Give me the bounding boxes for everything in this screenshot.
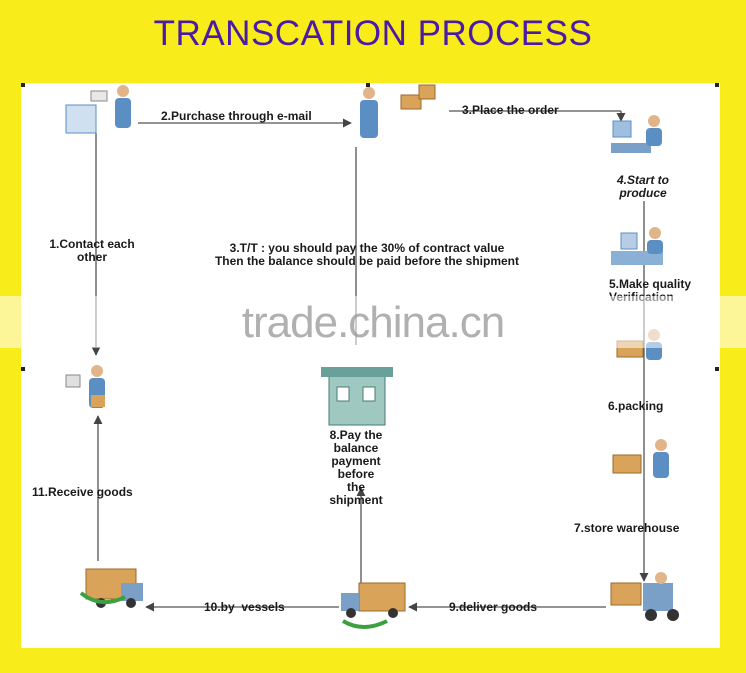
frame-mark bbox=[715, 83, 719, 87]
payment-note: 3.T/T : you should pay the 30% of contra… bbox=[157, 242, 577, 268]
step-2-label: 2.Purchase through e-mail bbox=[161, 109, 312, 123]
step-1-line: 1.Contact each bbox=[49, 237, 135, 251]
warehouse-worker-icon bbox=[612, 439, 669, 478]
step-8-label: 8.Pay the balance payment before the shi… bbox=[313, 429, 399, 507]
watermark-text: trade.china.cn bbox=[241, 298, 505, 347]
step-10-label: 10.by vessels bbox=[204, 600, 285, 614]
vessel-truck-icon bbox=[79, 568, 143, 608]
step-5-line: 5.Make quality bbox=[609, 277, 692, 291]
process-flow-diagram bbox=[21, 83, 719, 629]
delivery-truck-icon bbox=[341, 582, 406, 629]
step-3-label: 3.Place the order bbox=[462, 103, 559, 117]
computer-worker-icon bbox=[611, 115, 662, 153]
step-4-line: produce bbox=[619, 186, 667, 200]
step-1-line: other bbox=[77, 250, 107, 264]
step-8-line: balance bbox=[333, 441, 379, 455]
frame-mark bbox=[21, 83, 25, 87]
step-8-line: before bbox=[337, 467, 375, 481]
step-6-label: 6.packing bbox=[608, 399, 664, 413]
payment-note-line: Then the balance should be paid before t… bbox=[214, 254, 520, 268]
step-7-label: 7.store warehouse bbox=[574, 521, 680, 535]
step-1-label: 1.Contact each other bbox=[37, 238, 147, 264]
bank-building-icon bbox=[321, 367, 393, 426]
frame-mark bbox=[21, 367, 25, 371]
step-8-line: payment bbox=[331, 454, 381, 468]
diagram-panel: 1.Contact each other 2.Purchase through … bbox=[21, 83, 720, 648]
step-4-line: 4.Start to bbox=[616, 173, 669, 187]
step-8-line: 8.Pay the bbox=[329, 428, 383, 442]
step-8-line: shipment bbox=[329, 493, 383, 507]
forklift-icon bbox=[610, 572, 679, 621]
frame-mark bbox=[366, 83, 370, 87]
step-11-label: 11.Receive goods bbox=[32, 485, 133, 499]
frame-mark bbox=[715, 367, 719, 371]
page-title: TRANSCATION PROCESS bbox=[153, 14, 593, 53]
step-9-label: 9.deliver goods bbox=[449, 600, 538, 614]
watermark-band bbox=[0, 296, 746, 348]
payment-note-line: 3.T/T : you should pay the 30% of contra… bbox=[229, 241, 505, 255]
receiver-person-icon bbox=[65, 365, 105, 408]
step-4-label: 4.Start to produce bbox=[597, 174, 689, 200]
quality-check-icon bbox=[611, 227, 663, 265]
step-8-line: the bbox=[347, 480, 365, 494]
email-person-icon bbox=[360, 84, 436, 138]
office-desk-icon bbox=[65, 85, 131, 134]
